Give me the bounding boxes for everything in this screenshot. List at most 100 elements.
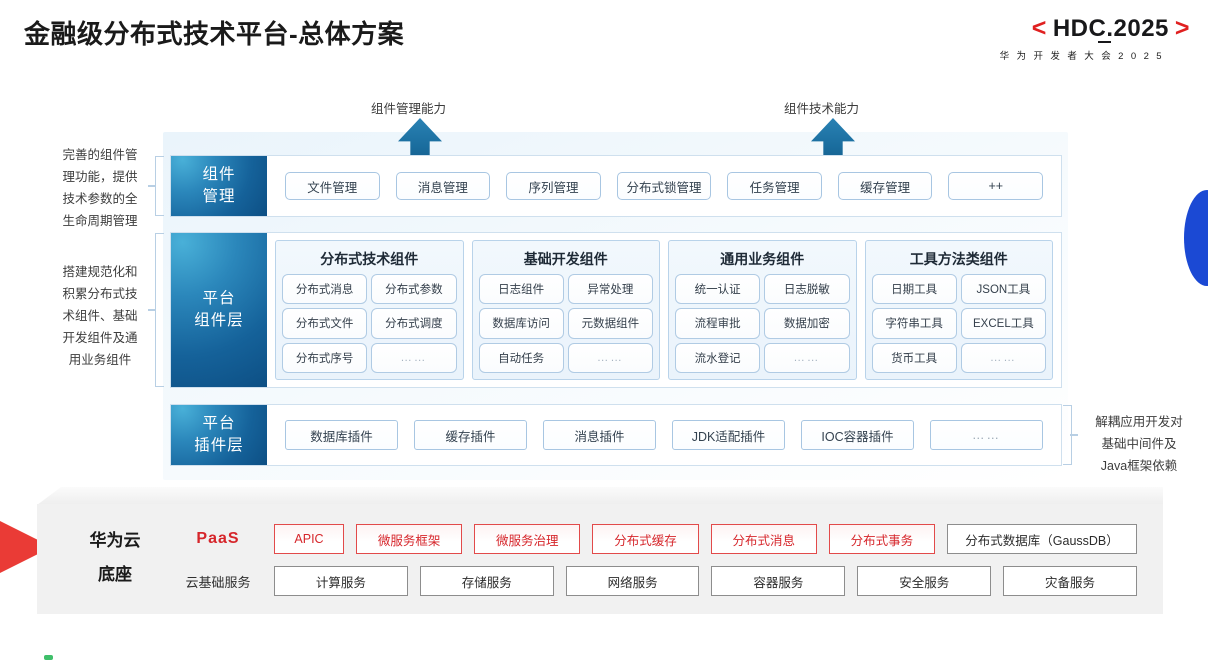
component-management-chip-4[interactable]: 任务管理	[727, 172, 822, 200]
layer-label-component-management-line-1: 管理	[202, 188, 236, 205]
component-group-title-2: 通用业务组件	[720, 251, 805, 267]
hdc-logo-word: HDC	[1052, 14, 1107, 42]
layer-body-platform-plugin: 数据库插件缓存插件消息插件 JDK适配插件 IOC容器插件 ……	[267, 405, 1061, 465]
platform-plugin-chip-1[interactable]: 缓存插件	[414, 420, 527, 450]
platform-plugin-chip-4[interactable]: IOC容器插件	[801, 420, 914, 450]
platform-plugin-chip-5[interactable]: ……	[930, 420, 1043, 450]
side-note-left-bottom-line-0: 搭建规范化和	[62, 265, 138, 279]
component-cell-1-5[interactable]: ……	[567, 342, 653, 373]
brace-left-top	[155, 156, 164, 216]
component-cell-2-4[interactable]: 流水登记	[675, 342, 761, 373]
component-cell-1-1[interactable]: 异常处理	[567, 274, 653, 305]
component-cell-3-1[interactable]: JSON工具	[960, 274, 1046, 305]
component-management-chip-2[interactable]: 序列管理	[506, 172, 601, 200]
layer-label-component-management: 组件管理	[171, 156, 267, 216]
side-note-left-top-line-3: 生命周期管理	[62, 213, 138, 228]
side-note-right-line-1: 基础中间件及	[1101, 436, 1177, 451]
blue-lens-decoration	[1184, 190, 1208, 286]
component-cell-3-4[interactable]: 货币工具	[871, 342, 957, 373]
side-note-left-top-line-1: 理功能，提供	[62, 169, 138, 184]
arrow-right-label: 组件技术能力	[784, 102, 860, 116]
component-cell-2-5[interactable]: ……	[764, 342, 850, 373]
component-management-chip-0[interactable]: 文件管理	[285, 172, 380, 200]
layer-label-component-management-line-0: 组件	[202, 165, 236, 183]
side-note-left-top-line-0: 完善的组件管	[62, 148, 138, 162]
component-cell-3-0[interactable]: 日期工具	[871, 274, 957, 305]
component-cell-0-4[interactable]: 分布式序号	[282, 342, 368, 373]
component-group-title-3: 工具方法类组件	[909, 251, 1008, 267]
component-cell-1-4[interactable]: 自动任务	[478, 342, 564, 373]
component-management-chip-1[interactable]: 消息管理	[395, 172, 491, 200]
component-cell-0-3[interactable]: 分布式调度	[371, 308, 457, 339]
component-cell-0-2[interactable]: 分布式文件	[282, 308, 368, 339]
side-note-left-bottom-line-3: 开发组件及通	[62, 330, 138, 345]
platform-plugin-chip-2[interactable]: 消息插件	[543, 420, 656, 450]
hdc-logo-text: HDC.2025	[1052, 14, 1169, 43]
component-cell-1-0[interactable]: 日志组件	[478, 274, 564, 305]
side-note-left-bottom-line-4: 用业务组件	[68, 352, 132, 367]
side-note-left-top-line-2: 技术参数的全	[62, 191, 138, 206]
cloud-base-top-face	[37, 487, 1163, 505]
paas-box-0[interactable]: APIC	[274, 524, 344, 554]
brace-left-bottom	[155, 233, 164, 387]
platform-plugin-chip-3[interactable]: JDK适配插件	[672, 420, 785, 450]
cloud-base-title-line-1: 底座	[98, 565, 132, 584]
brace-tick-left-bottom	[148, 309, 156, 311]
paas-box-5[interactable]: 分布式事务	[828, 524, 936, 554]
infra-box-4[interactable]: 安全服务	[857, 566, 992, 596]
component-cell-0-0[interactable]: 分布式消息	[282, 274, 368, 305]
component-cell-1-2[interactable]: 数据库访问	[478, 308, 564, 339]
component-group-grid-2: 统一认证日志脱敏流程审批数据加密流水登记……	[675, 274, 850, 373]
infra-box-3[interactable]: 容器服务	[711, 566, 846, 596]
hdc-logo: < HDC.2025 > 华 为 开 发 者 大 会 2 0 2 5	[890, 14, 1190, 63]
component-cell-2-3[interactable]: 数据加密	[764, 308, 850, 339]
hdc-logo-main: < HDC.2025 >	[890, 14, 1190, 43]
side-note-left-bottom-line-1: 积累分布式技	[62, 286, 138, 301]
component-group-grid-1: 日志组件异常处理数据库访问元数据组件自动任务……	[478, 274, 653, 373]
layer-label-platform-component-line-1: 组件层	[194, 312, 244, 329]
component-cell-3-2[interactable]: 字符串工具	[871, 308, 957, 339]
hdc-logo-year: .2025	[1106, 14, 1169, 42]
component-group-title-1: 基础开发组件	[523, 251, 608, 267]
paas-box-3[interactable]: 分布式缓存	[592, 524, 699, 554]
brace-tick-left-top	[148, 185, 156, 187]
component-cell-2-1[interactable]: 日志脱敏	[764, 274, 850, 305]
component-group-grid-0: 分布式消息分布式参数分布式文件分布式调度分布式序号……	[282, 274, 457, 373]
side-note-right-line-0: 解耦应用开发对	[1095, 415, 1183, 429]
paas-box-6[interactable]: 分布式数据库（GaussDB）	[947, 524, 1138, 554]
component-cell-1-3[interactable]: 元数据组件	[567, 308, 653, 339]
layer-body-platform-component: 分布式技术组件分布式消息分布式参数分布式文件分布式调度分布式序号……基础开发组件…	[267, 233, 1061, 387]
cloud-base-title-line-0: 华为云	[89, 531, 141, 550]
component-group-0: 分布式技术组件分布式消息分布式参数分布式文件分布式调度分布式序号……	[275, 240, 464, 380]
platform-plugin-chip-0[interactable]: 数据库插件	[285, 420, 398, 450]
infra-items: 计算服务存储服务网络服务容器服务安全服务灾备服务	[268, 566, 1143, 596]
component-cell-3-3[interactable]: EXCEL工具	[960, 308, 1046, 339]
side-note-left-bottom-line-2: 术组件、基础	[62, 308, 138, 323]
layer-label-platform-component-line-0: 平台	[202, 289, 236, 307]
component-management-chip-5[interactable]: 缓存管理	[837, 172, 933, 200]
component-cell-0-1[interactable]: 分布式参数	[371, 274, 457, 305]
infra-row-key: 云基础服务	[185, 574, 251, 590]
infra-box-5[interactable]: 灾备服务	[1003, 566, 1137, 596]
component-cell-0-5[interactable]: ……	[371, 342, 457, 373]
component-management-chip-6[interactable]: ++	[948, 172, 1044, 200]
infra-box-0[interactable]: 计算服务	[274, 566, 408, 596]
paas-box-2[interactable]: 微服务治理	[474, 524, 581, 554]
component-cell-2-0[interactable]: 统一认证	[675, 274, 761, 305]
infra-box-2[interactable]: 网络服务	[565, 566, 700, 596]
component-cell-3-5[interactable]: ……	[960, 342, 1046, 373]
arrow-left-label: 组件管理能力	[371, 102, 447, 116]
paas-box-4[interactable]: 分布式消息	[710, 524, 817, 554]
component-group-1: 基础开发组件日志组件异常处理数据库访问元数据组件自动任务……	[471, 240, 660, 380]
bracket-left-icon: <	[1031, 14, 1047, 42]
side-note-left-top: 完善的组件管理功能，提供技术参数的全生命周期管理	[40, 145, 160, 233]
green-dot-decoration	[44, 655, 53, 660]
component-management-chip-3[interactable]: 分布式锁管理	[616, 172, 712, 200]
component-group-2: 通用业务组件统一认证日志脱敏流程审批数据加密流水登记……	[668, 240, 857, 380]
infra-box-1[interactable]: 存储服务	[419, 566, 554, 596]
paas-box-1[interactable]: 微服务框架	[356, 524, 463, 554]
component-cell-2-2[interactable]: 流程审批	[675, 308, 761, 339]
